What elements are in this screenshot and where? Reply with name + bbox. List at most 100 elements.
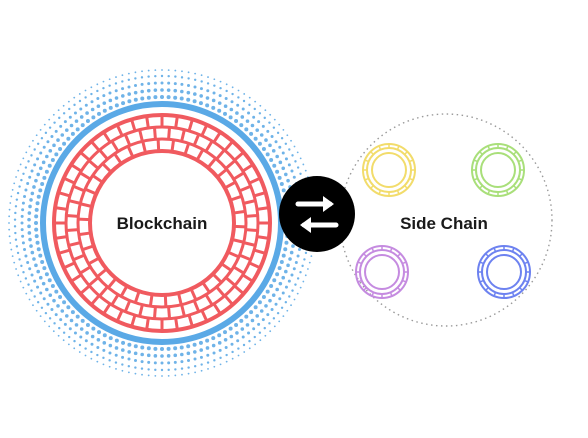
- halo-dot: [281, 151, 285, 155]
- halo-dot: [278, 123, 281, 126]
- halo-dot: [282, 128, 285, 131]
- halo-dot: [275, 154, 279, 159]
- halo-dot: [43, 123, 46, 126]
- halo-dot: [160, 347, 164, 351]
- halo-dot: [27, 224, 31, 229]
- halo-dot: [279, 259, 284, 264]
- halo-dot: [85, 119, 90, 124]
- side-chain-block-divider: [378, 190, 382, 195]
- halo-dot: [167, 361, 171, 365]
- halo-dot: [275, 287, 279, 292]
- halo-dot: [206, 82, 210, 85]
- halo-dot: [14, 205, 18, 208]
- halo-dot: [53, 121, 56, 124]
- halo-dot: [187, 71, 190, 74]
- halo-dot: [173, 360, 177, 364]
- halo-dot: [79, 335, 83, 339]
- side-chain-block-divider: [473, 177, 478, 181]
- halo-dot: [211, 343, 216, 348]
- block-divider: [145, 115, 150, 129]
- side-chain-ring-line: [359, 249, 405, 295]
- halo-dot: [265, 289, 270, 294]
- halo-dot: [48, 149, 53, 153]
- halo-dot: [278, 320, 281, 323]
- halo-dot: [255, 314, 260, 318]
- halo-dot: [27, 217, 31, 222]
- halo-dot: [38, 188, 43, 193]
- halo-dot: [36, 142, 40, 145]
- halo-dot: [268, 298, 272, 303]
- halo-dot: [44, 311, 48, 315]
- halo-dot: [269, 330, 272, 333]
- blockchain-block-ring: [52, 113, 272, 333]
- halo-dot: [33, 163, 37, 167]
- side-chain-block-divider: [513, 151, 517, 155]
- halo-dot: [40, 137, 44, 140]
- halo-dot: [102, 101, 107, 105]
- block-divider: [148, 294, 154, 307]
- halo-dot: [121, 101, 126, 106]
- halo-dot: [290, 304, 292, 307]
- halo-dot: [102, 80, 105, 83]
- halo-dot: [108, 84, 111, 87]
- halo-dot: [146, 95, 151, 100]
- halo-dot: [261, 146, 266, 151]
- halo-dot: [30, 273, 34, 277]
- halo-dot: [140, 82, 144, 86]
- halo-dot: [167, 374, 170, 377]
- halo-dot: [181, 373, 183, 376]
- halo-dot: [13, 182, 16, 185]
- halo-dot: [167, 69, 170, 72]
- block-divider: [68, 199, 81, 205]
- block-divider: [187, 314, 194, 328]
- halo-dot: [17, 274, 20, 277]
- halo-dot: [38, 253, 43, 258]
- halo-dot: [90, 86, 93, 89]
- halo-dot: [296, 151, 299, 154]
- block-divider: [233, 224, 246, 229]
- side-chain-block-divider: [479, 261, 484, 265]
- halo-dot: [22, 157, 25, 160]
- halo-dot: [78, 343, 82, 347]
- halo-dot: [236, 103, 240, 107]
- halo-dot: [281, 188, 286, 193]
- halo-dot: [114, 103, 119, 108]
- block-ring-line: [88, 149, 236, 297]
- halo-dot: [225, 353, 228, 357]
- halo-dot: [205, 338, 210, 343]
- halo-dot: [58, 146, 63, 151]
- halo-dot: [33, 148, 36, 151]
- halo-dot: [180, 89, 184, 94]
- halo-dot: [211, 105, 216, 110]
- halo-dot: [234, 119, 239, 124]
- halo-dot: [38, 166, 43, 171]
- halo-dot: [167, 81, 171, 85]
- halo-dot: [48, 325, 51, 328]
- halo-dot: [278, 145, 282, 149]
- halo-dot: [302, 280, 305, 283]
- block-divider: [79, 202, 93, 208]
- halo-dot: [179, 345, 184, 350]
- halo-dot: [299, 271, 302, 274]
- halo-dot: [217, 333, 222, 338]
- side-chain-block-divider: [363, 253, 367, 257]
- halo-dot: [85, 111, 89, 115]
- halo-dot: [179, 96, 184, 101]
- halo-dot: [147, 69, 150, 72]
- halo-dot: [174, 69, 177, 72]
- halo-dot: [36, 285, 40, 289]
- halo-dot: [200, 363, 203, 366]
- block-divider: [133, 290, 141, 304]
- halo-dot: [57, 109, 60, 112]
- halo-dot: [237, 347, 240, 350]
- halo-dot: [258, 112, 262, 115]
- halo-dot: [73, 331, 77, 335]
- halo-dot: [20, 178, 23, 182]
- halo-dot: [288, 257, 292, 261]
- halo-dot: [84, 347, 87, 350]
- halo-dot: [70, 131, 75, 136]
- halo-dot: [69, 123, 74, 128]
- halo-dot: [78, 351, 81, 353]
- halo-dot: [18, 185, 21, 188]
- halo-dot: [20, 264, 23, 268]
